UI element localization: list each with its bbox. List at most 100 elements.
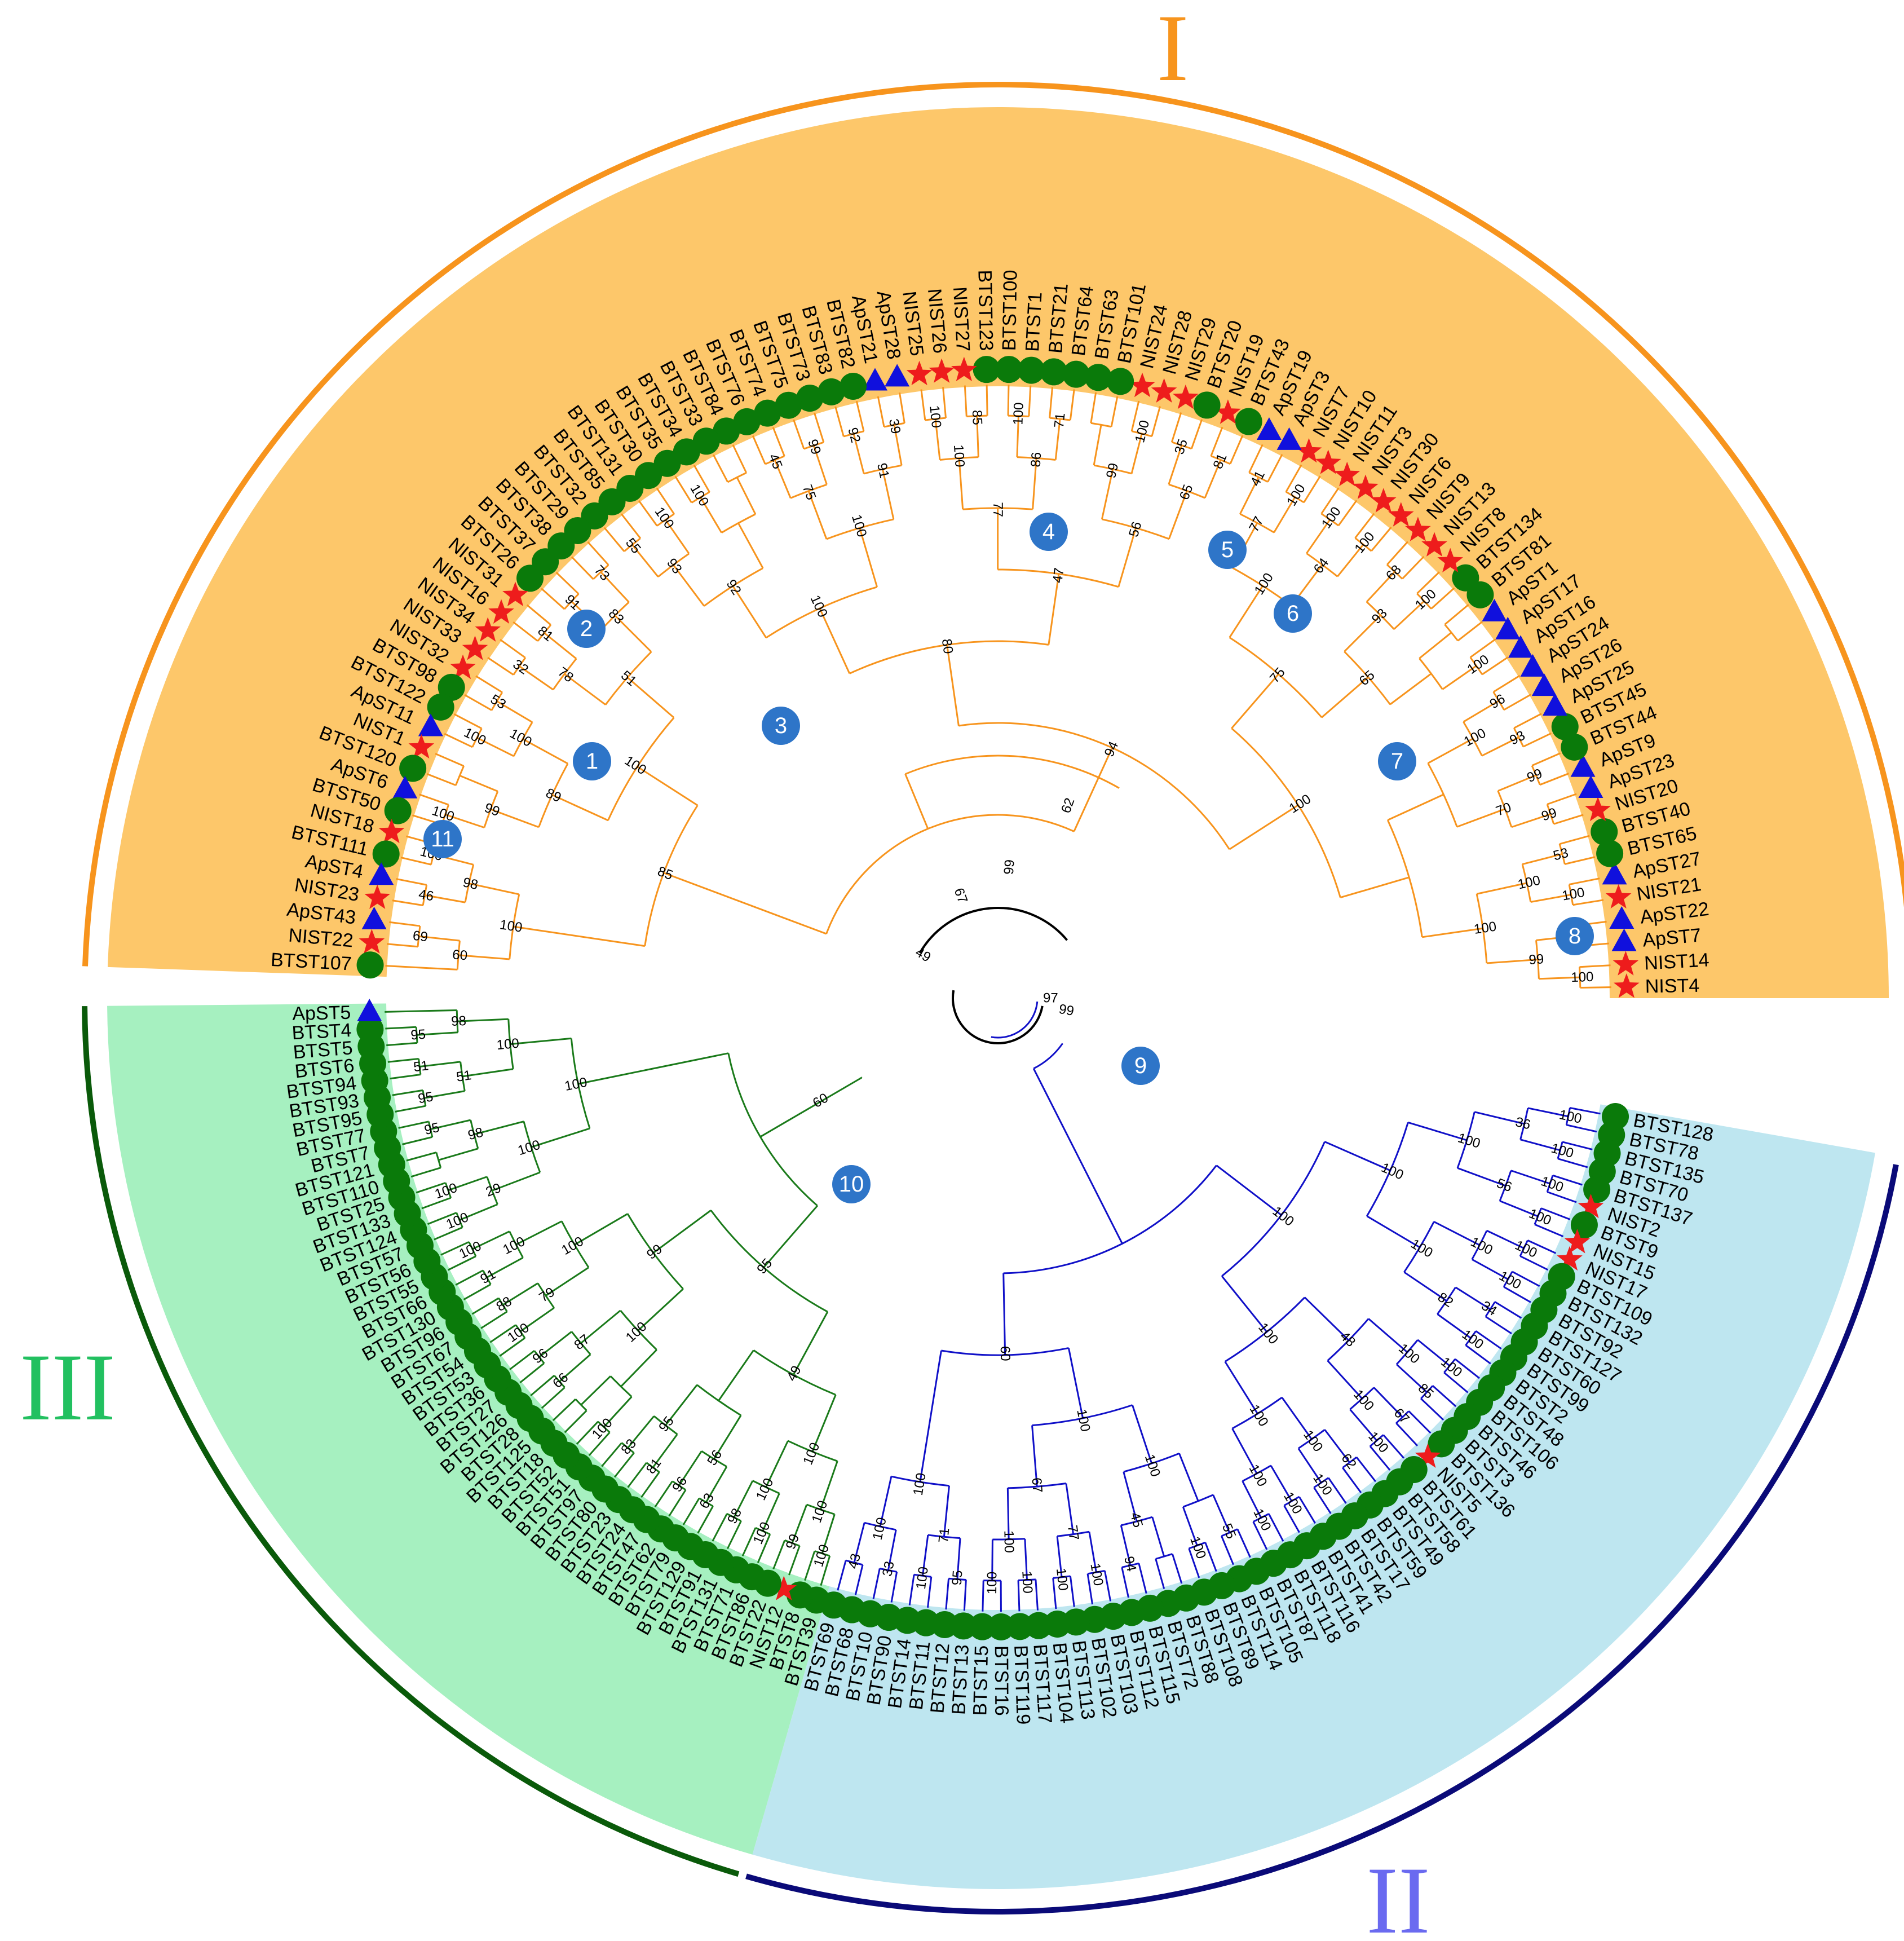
leaf-label: BTST123: [974, 270, 997, 351]
btst-marker: [399, 755, 427, 782]
clade-bands: [107, 107, 1889, 1889]
bootstrap-label: 100: [1010, 402, 1026, 425]
nist-marker: [364, 884, 391, 909]
leaf-label: ApST5: [292, 1002, 351, 1025]
nist-marker: [1421, 532, 1447, 557]
leaf-label: NIST4: [1645, 975, 1699, 998]
btst-marker: [733, 408, 761, 435]
btst-marker: [1452, 564, 1479, 592]
node-number: 3: [775, 713, 787, 738]
bootstrap-label: 80: [939, 638, 956, 655]
nist-marker: [1405, 517, 1431, 541]
bootstrap-label: 93: [1507, 728, 1527, 748]
bootstrap-label: 100: [1250, 1506, 1274, 1533]
btst-marker: [1596, 840, 1624, 867]
root-bootstrap-label: 60: [810, 1090, 831, 1111]
bootstrap-label: 88: [494, 1294, 515, 1314]
bootstrap-label: 100: [1310, 1471, 1335, 1498]
apst-marker: [1520, 654, 1545, 677]
node-badge-6: 6: [1274, 594, 1312, 633]
bootstrap-label: 100: [926, 405, 944, 429]
bootstrap-label: 100: [1142, 1453, 1163, 1479]
bootstrap-label: 56: [1495, 1176, 1514, 1196]
bootstrap-label: 81: [1210, 451, 1230, 471]
btst-marker: [754, 399, 781, 427]
node-badge-5: 5: [1208, 531, 1247, 569]
btst-marker: [818, 378, 845, 405]
bootstrap-label: 92: [845, 426, 863, 444]
node-badge-4: 4: [1030, 513, 1068, 551]
bootstrap-label: 94: [1121, 1555, 1139, 1573]
bootstrap-label: 99: [805, 438, 824, 457]
bootstrap-label: 99: [1528, 951, 1545, 968]
nist-marker: [1215, 399, 1241, 424]
clade-arc-1: [745, 1164, 1899, 1914]
bootstrap-label: 100: [1246, 1462, 1270, 1489]
nist-marker: [1334, 461, 1360, 487]
bootstrap-label: 77: [1246, 514, 1266, 534]
bootstrap-label: 29: [484, 1180, 503, 1200]
btst-marker: [1040, 358, 1067, 386]
leaf-markers: [356, 356, 1640, 1640]
bootstrap-label: 70: [1494, 800, 1513, 819]
clade-arcs: [82, 82, 1904, 1914]
bootstrap-label: 91: [874, 462, 892, 480]
bootstrap-label: 83: [618, 1436, 639, 1458]
apst-marker: [1256, 417, 1282, 440]
bootstrap-label: 100: [461, 725, 488, 748]
leaf-labels: NIST4NIST14ApST7ApST22NIST21ApST27BTST65…: [270, 270, 1715, 1725]
bootstrap-label: 46: [417, 886, 435, 904]
btst-marker: [438, 673, 465, 701]
bootstrap-label: 60: [452, 947, 468, 963]
root-bootstrap-label: 99: [1058, 1002, 1075, 1019]
apst-marker: [1609, 906, 1634, 929]
node-badge-8: 8: [1556, 917, 1594, 955]
bootstrap-label: 53: [1552, 845, 1570, 864]
bootstrap-label: 75: [799, 483, 819, 502]
leaf-label: BTST119: [1010, 1645, 1034, 1725]
bootstrap-label: 100: [750, 1520, 774, 1547]
bootstrap-label: 100: [687, 482, 712, 509]
bootstrap-label: 36: [1514, 1114, 1532, 1132]
bootstrap-label: 95: [417, 1089, 434, 1106]
bootstrap-label: 100: [563, 1075, 589, 1094]
bootstrap-label: 100: [913, 1566, 931, 1590]
bootstrap-label: 81: [643, 1455, 665, 1477]
nist-marker: [1173, 384, 1199, 409]
apst-marker: [885, 364, 910, 387]
nist-marker: [359, 929, 385, 954]
bootstrap-label: 77: [1064, 1524, 1081, 1541]
bootstrap-label: 99: [483, 800, 502, 820]
bootstrap-label: 69: [412, 928, 428, 945]
bootstrap-label: 77: [990, 502, 1005, 517]
bootstrap-label: 99: [1540, 805, 1559, 824]
bootstrap-label: 81: [534, 623, 556, 645]
bootstrap-label: 85: [969, 409, 985, 425]
group-numeral: II: [1366, 1847, 1430, 1941]
bootstrap-label: 99: [1525, 766, 1544, 786]
node-badge-11: 11: [423, 820, 462, 858]
btst-marker: [1084, 364, 1112, 391]
bootstrap-label: 100: [951, 444, 968, 468]
btst-marker: [1570, 1211, 1598, 1239]
bootstrap-label: 45: [1127, 1511, 1146, 1529]
leaf-label: BTST1: [1022, 292, 1046, 352]
apst-marker: [418, 713, 443, 736]
btst-marker: [427, 693, 454, 721]
node-number: 4: [1042, 519, 1055, 544]
nist-marker: [1353, 474, 1379, 499]
nist-marker: [1388, 502, 1414, 527]
bootstrap-label: 100: [984, 1572, 1000, 1594]
btst-marker: [995, 356, 1023, 383]
nist-marker: [929, 358, 955, 383]
root-bootstrap-label: 67: [951, 886, 971, 905]
nist-marker: [1437, 548, 1464, 573]
bootstrap-label: 100: [507, 726, 534, 750]
bootstrap-label: 100: [1438, 1355, 1465, 1380]
nist-marker: [1315, 449, 1341, 474]
bootstrap-label: 89: [544, 786, 563, 806]
nist-marker: [1585, 796, 1611, 822]
btst-marker: [1107, 368, 1134, 395]
bootstrap-label: 55: [622, 535, 644, 557]
bootstrap-label: 100: [1527, 1206, 1553, 1228]
